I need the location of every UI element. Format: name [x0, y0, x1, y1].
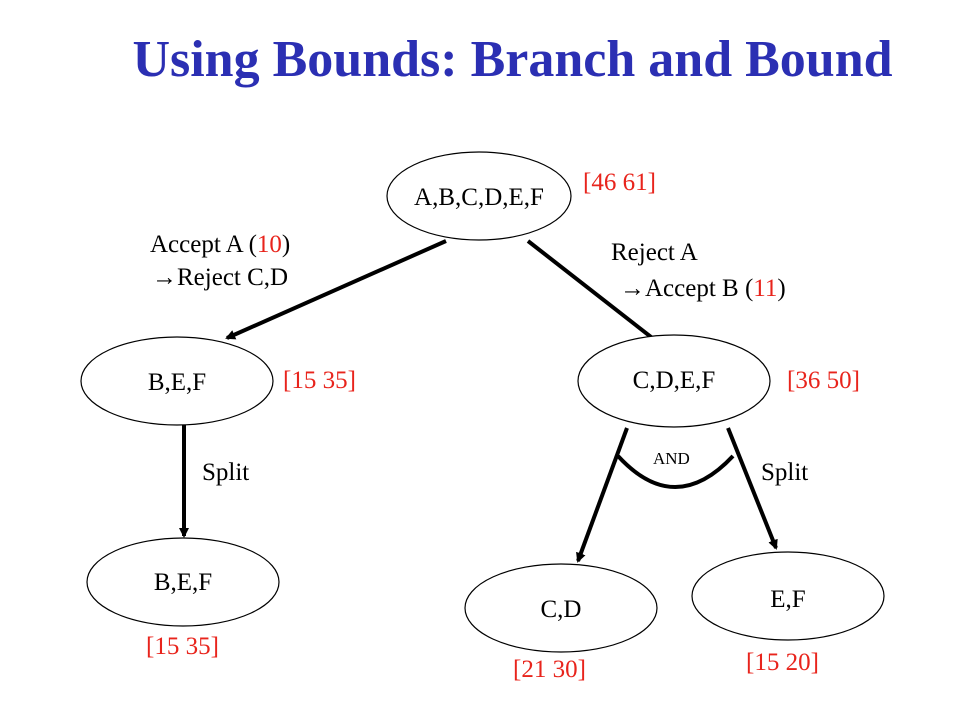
page-title: Using Bounds: Branch and Bound — [132, 31, 893, 88]
and-arc — [616, 454, 735, 489]
node-left: B,E,F — [80, 336, 274, 426]
edge-root-right-label-line1: Reject A — [611, 239, 698, 266]
edge-root-right-label-line2: →Accept B (11) — [620, 275, 786, 302]
edge-root-to-left — [225, 239, 447, 340]
and-label: AND — [653, 449, 690, 468]
node-right-label: C,D,E,F — [633, 367, 716, 394]
edge-root-to-right — [526, 239, 662, 346]
node-left-child: B,E,F — [86, 537, 280, 627]
node-right-child-2-label: E,F — [770, 586, 805, 613]
node-left-bound: [15 35] — [283, 367, 356, 394]
edge-right-to-cd — [576, 427, 629, 563]
node-right-child-1: C,D — [464, 563, 658, 653]
node-left-label: B,E,F — [148, 369, 206, 396]
node-right-bound: [36 50] — [787, 367, 860, 394]
node-left-child-label: B,E,F — [154, 569, 212, 596]
node-right-child-2-bound: [15 20] — [746, 649, 819, 676]
edge-left-split-label: Split — [202, 459, 249, 486]
node-right-child-1-bound: [21 30] — [513, 656, 586, 683]
node-right-child-2: E,F — [691, 551, 885, 641]
node-root-label: A,B,C,D,E,F — [414, 184, 544, 211]
edge-right-split-label: Split — [761, 459, 808, 486]
edge-root-left-label-line2: →Reject C,D — [152, 264, 288, 291]
node-left-child-bound: [15 35] — [146, 633, 219, 660]
edge-right-to-ef — [726, 427, 778, 550]
node-root: A,B,C,D,E,F — [386, 151, 572, 241]
node-root-bound: [46 61] — [583, 169, 656, 196]
node-right-child-1-label: C,D — [541, 596, 582, 623]
edge-root-left-label-line1: Accept A (10) — [150, 231, 290, 258]
node-right: C,D,E,F — [577, 334, 771, 428]
